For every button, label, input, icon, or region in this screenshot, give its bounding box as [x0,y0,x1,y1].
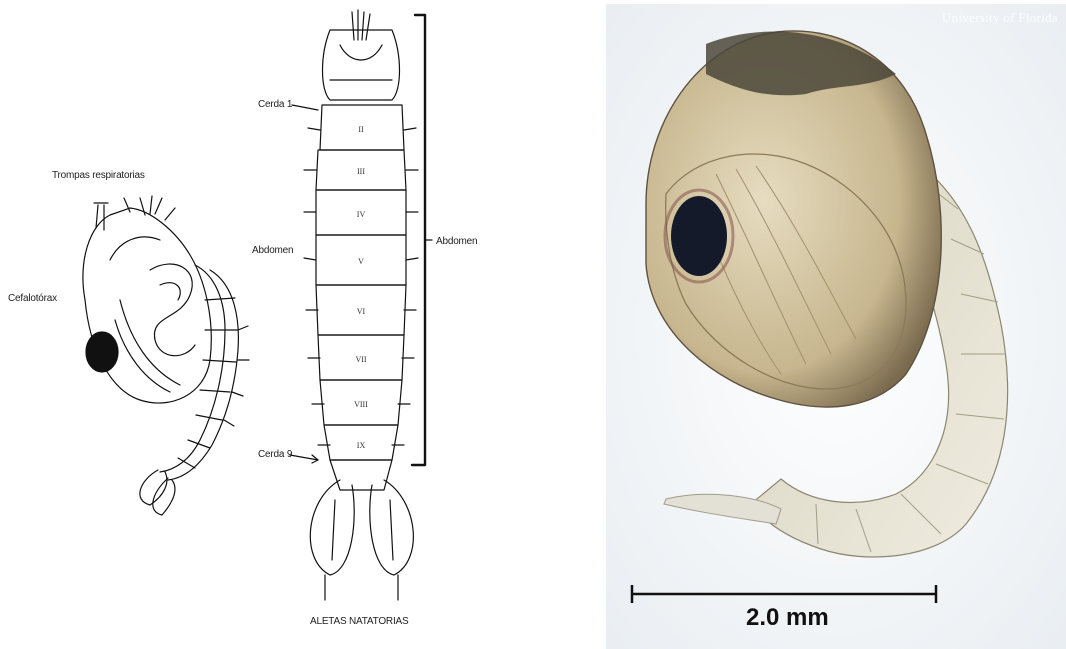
label-abdomen-left: Abdomen [252,245,293,256]
segment-label: IV [357,210,365,219]
label-cefalotorax: Cefalotórax [8,293,57,304]
label-cerda-9: Cerda 9 [258,449,292,460]
segment-label: VII [355,355,366,364]
dorsal-pupa-drawing [290,10,432,600]
pupa-photo-panel: University of Florida 2.0 mm [606,4,1066,649]
lateral-pupa-drawing [83,196,249,515]
scale-bar-label: 2.0 mm [746,604,829,632]
segment-label: VIII [354,400,368,409]
photo-watermark: University of Florida [942,10,1058,26]
pupa-diagram-panel: Trompas respiratorias Cefalotórax Cerda … [0,0,600,649]
segment-label: III [357,167,365,176]
label-aletas-natatorias: ALETAS NATATORIAS [310,616,408,627]
segment-label: V [358,257,364,266]
pupa-diagram-drawing [0,0,600,649]
label-abdomen-right: Abdomen [436,236,477,247]
segment-label: VI [357,307,365,316]
label-cerda-1: Cerda 1 [258,99,292,110]
segment-label: II [358,125,363,134]
label-trompas-respiratorias: Trompas respiratorias [52,170,145,181]
segment-label: IX [357,441,365,450]
pupa-photo [606,4,1066,649]
